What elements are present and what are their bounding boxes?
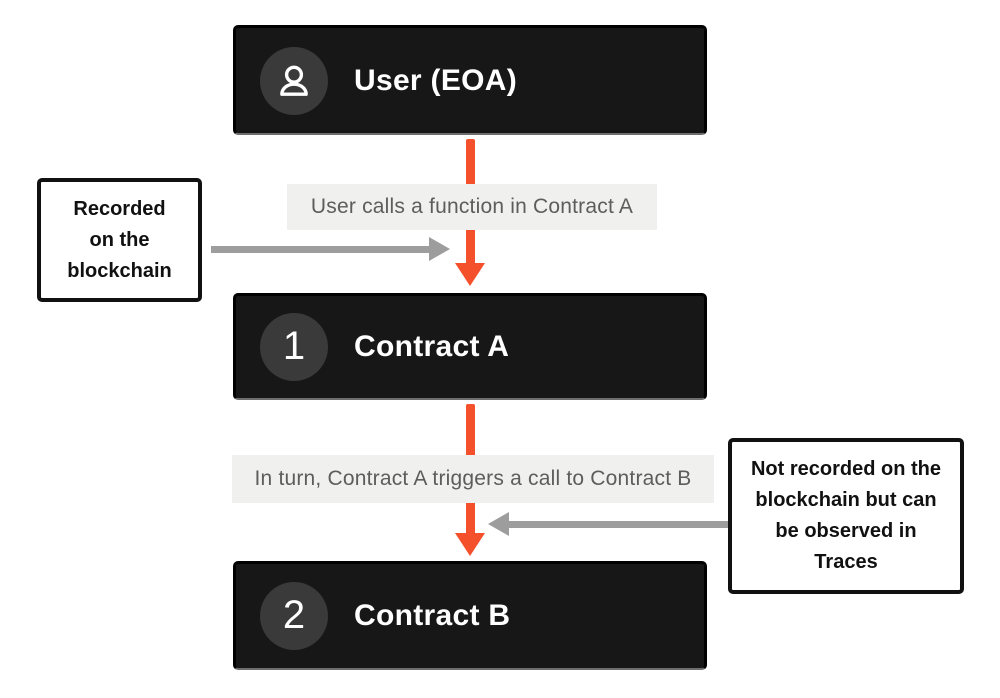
edge-label-user-call: User calls a function in Contract A xyxy=(287,184,657,230)
node-user-eoa: User (EOA) xyxy=(233,25,707,135)
node-contract-a-label: Contract A xyxy=(354,330,510,363)
note-line: Not recorded on the xyxy=(750,458,941,480)
user-badge-circle xyxy=(260,46,328,115)
contract-b-number: 2 xyxy=(282,593,306,637)
note-line: blockchain xyxy=(67,259,172,282)
note-line: Traces xyxy=(814,551,878,573)
arrow-not-recorded-note-head xyxy=(488,512,509,536)
arrow-not-recorded-note-shaft xyxy=(509,521,730,528)
node-user-label: User (EOA) xyxy=(354,63,518,97)
arrow-user-to-contract-a-head xyxy=(455,263,485,286)
arrow-recorded-note-shaft xyxy=(211,246,430,253)
edge-label-contract-call: In turn, Contract A triggers a call to C… xyxy=(232,455,714,503)
note-line: Recorded xyxy=(73,197,166,220)
note-line: on the xyxy=(89,228,150,251)
note-line: be observed in xyxy=(775,520,917,542)
node-contract-b: 2 Contract B xyxy=(233,561,707,670)
node-contract-b-label: Contract B xyxy=(354,599,511,632)
contract-b-badge-circle: 2 xyxy=(260,582,328,650)
arrow-recorded-note-head xyxy=(429,237,450,261)
contract-a-number: 1 xyxy=(282,324,306,368)
node-contract-a: 1 Contract A xyxy=(233,293,707,400)
note-not-recorded-traces: Not recorded on the blockchain but can b… xyxy=(728,438,964,594)
note-recorded-on-blockchain: Recorded on the blockchain xyxy=(37,178,202,302)
contract-a-badge-circle: 1 xyxy=(260,313,328,381)
note-line: blockchain but can xyxy=(755,489,937,511)
person-icon xyxy=(275,62,313,100)
arrow-contract-a-to-contract-b-head xyxy=(455,533,485,556)
